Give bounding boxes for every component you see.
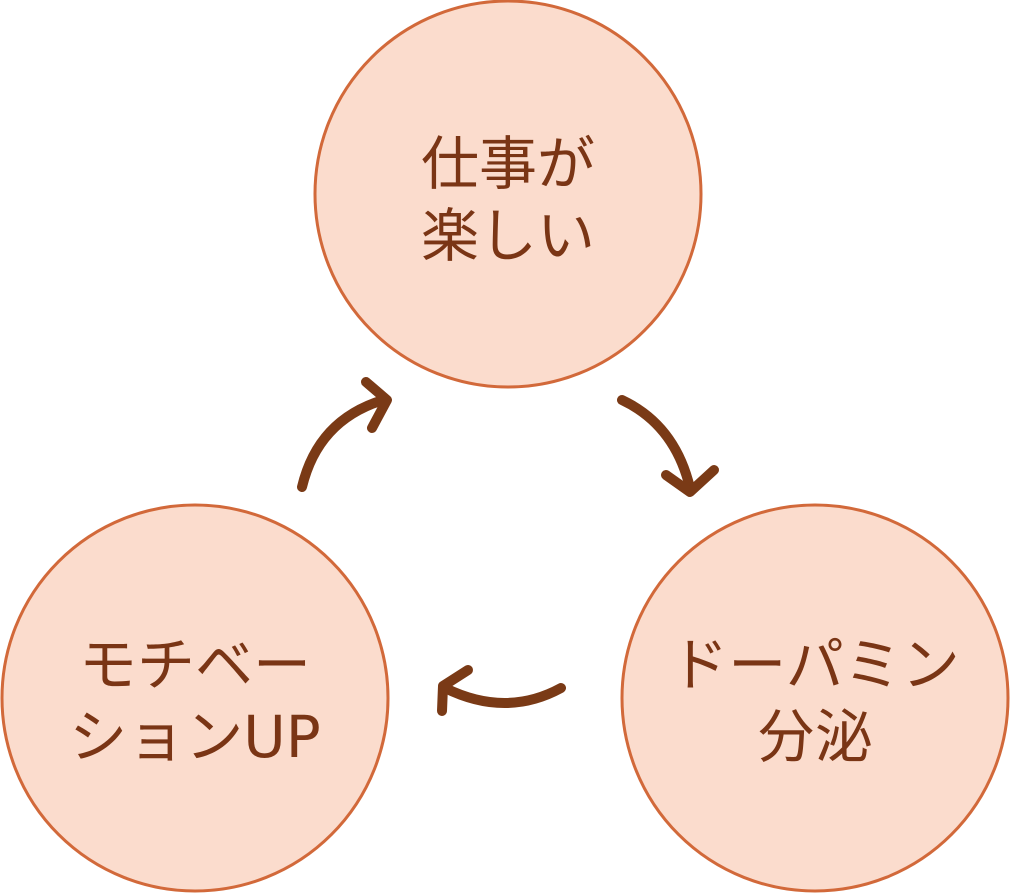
arrow-work-fun-to-dopamine-curve [617, 395, 695, 493]
node-dopamine: ドーパミン 分泌 [620, 503, 1010, 893]
arrow-work-fun-to-dopamine-head [661, 465, 719, 497]
arrow-motivation-to-work-fun-curve [297, 395, 388, 492]
arrow-motivation-to-work-fun [297, 377, 392, 492]
arrow-dopamine-to-motivation-curve [440, 683, 566, 708]
arrow-dopamine-to-motivation-head [437, 665, 473, 716]
node-dopamine-line-1: ドーパミン [670, 631, 959, 699]
node-motivation-line-2: ションUP [69, 703, 320, 771]
node-motivation: モチベー ションUP [0, 503, 390, 893]
arrow-motivation-to-work-fun-head [361, 377, 392, 433]
arrow-dopamine-to-motivation [437, 665, 566, 716]
node-dopamine-line-2: 分泌 [757, 703, 873, 771]
node-work-fun-line-2: 楽しい [421, 202, 595, 270]
node-work-fun-circle [313, 0, 703, 389]
arrow-work-fun-to-dopamine [617, 395, 719, 497]
node-work-fun-line-1: 仕事が [421, 130, 595, 198]
node-motivation-line-1: モチベー [79, 631, 311, 699]
node-dopamine-circle [620, 503, 1010, 893]
node-motivation-circle [0, 503, 390, 893]
node-work-fun: 仕事が 楽しい [313, 0, 703, 389]
